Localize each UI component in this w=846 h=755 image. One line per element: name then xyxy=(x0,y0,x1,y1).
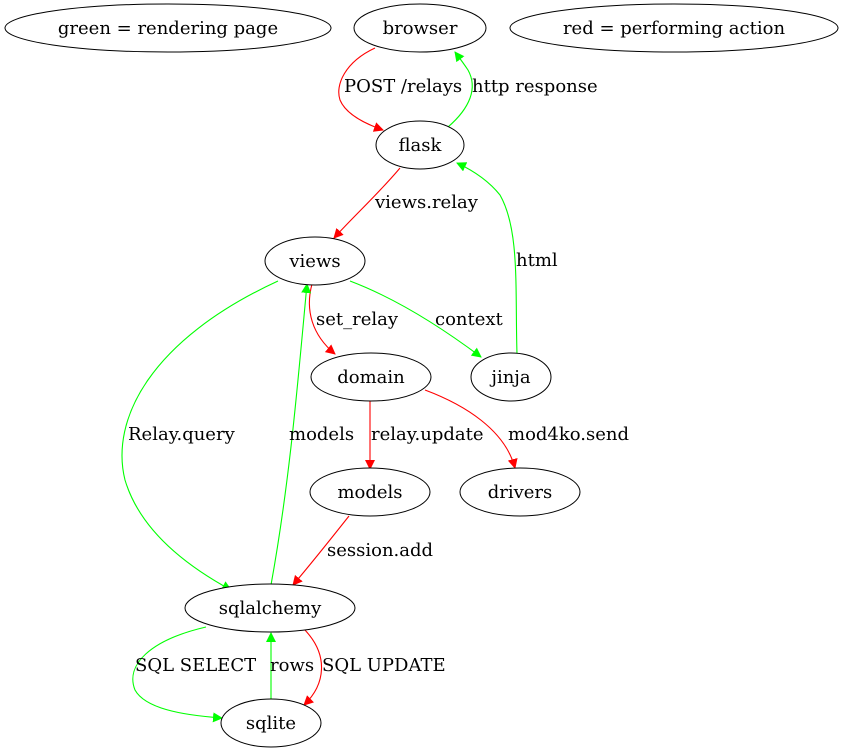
edge-sqlalchemy-to-sqlite-update: SQL UPDATE xyxy=(302,627,446,706)
edge-label-mod4ko-send: mod4ko.send xyxy=(508,424,629,445)
node-sqlalchemy: sqlalchemy xyxy=(184,583,356,633)
edge-sqlalchemy-to-sqlite-select: SQL SELECT xyxy=(132,626,256,723)
svg-text:domain: domain xyxy=(337,367,405,388)
svg-text:flask: flask xyxy=(399,135,443,156)
legend-green: green = rendering page xyxy=(4,3,332,53)
edge-label-post-relays: POST /relays xyxy=(344,76,462,97)
svg-text:models: models xyxy=(337,482,402,503)
edge-label-set-relay: set_relay xyxy=(316,309,399,330)
svg-text:browser: browser xyxy=(383,18,458,39)
edge-domain-to-drivers: mod4ko.send xyxy=(424,389,629,469)
edge-label-models: models xyxy=(289,424,354,445)
edge-label-session-add: session.add xyxy=(327,540,433,561)
svg-text:views: views xyxy=(288,251,340,272)
edge-sqlalchemy-to-views: models xyxy=(270,283,354,586)
node-sqlite: sqlite xyxy=(220,698,322,748)
svg-text:red = performing action: red = performing action xyxy=(563,18,785,39)
edge-browser-to-flask: POST /relays xyxy=(338,47,462,132)
node-flask: flask xyxy=(375,120,465,170)
svg-text:jinja: jinja xyxy=(489,367,531,388)
legend-red: red = performing action xyxy=(509,3,839,53)
node-drivers: drivers xyxy=(459,467,581,517)
edge-views-to-jinja: context xyxy=(349,280,504,358)
edge-flask-to-views: views.relay xyxy=(333,167,479,239)
edge-label-views-relay: views.relay xyxy=(374,192,479,213)
svg-text:sqlite: sqlite xyxy=(246,713,296,734)
svg-text:sqlalchemy: sqlalchemy xyxy=(219,598,322,619)
edge-label-context: context xyxy=(435,309,504,330)
edge-label-sql-select: SQL SELECT xyxy=(135,655,256,676)
node-views: views xyxy=(264,236,366,286)
edge-views-to-domain: set_relay xyxy=(308,283,399,355)
edge-domain-to-models: relay.update xyxy=(365,400,484,470)
node-jinja: jinja xyxy=(470,352,552,402)
edge-flask-to-browser: http response xyxy=(447,51,598,128)
edge-label-sql-update: SQL UPDATE xyxy=(322,655,446,676)
edge-jinja-to-flask: html xyxy=(456,162,558,355)
edge-label-rows: rows xyxy=(270,655,314,676)
node-browser: browser xyxy=(353,3,487,53)
edge-label-relay-query: Relay.query xyxy=(128,424,236,445)
edge-sqlite-to-sqlalchemy: rows xyxy=(266,632,314,699)
svg-text:green = rendering page: green = rendering page xyxy=(58,18,278,39)
edge-models-to-sqlalchemy: session.add xyxy=(292,515,433,586)
node-models: models xyxy=(309,467,431,517)
edge-label-relay-update: relay.update xyxy=(371,424,484,445)
edge-views-to-sqlalchemy: Relay.query xyxy=(121,280,279,591)
edge-label-http-response: http response xyxy=(472,76,598,97)
node-domain: domain xyxy=(310,352,432,402)
svg-text:drivers: drivers xyxy=(488,482,553,503)
edge-label-html: html xyxy=(516,250,558,271)
